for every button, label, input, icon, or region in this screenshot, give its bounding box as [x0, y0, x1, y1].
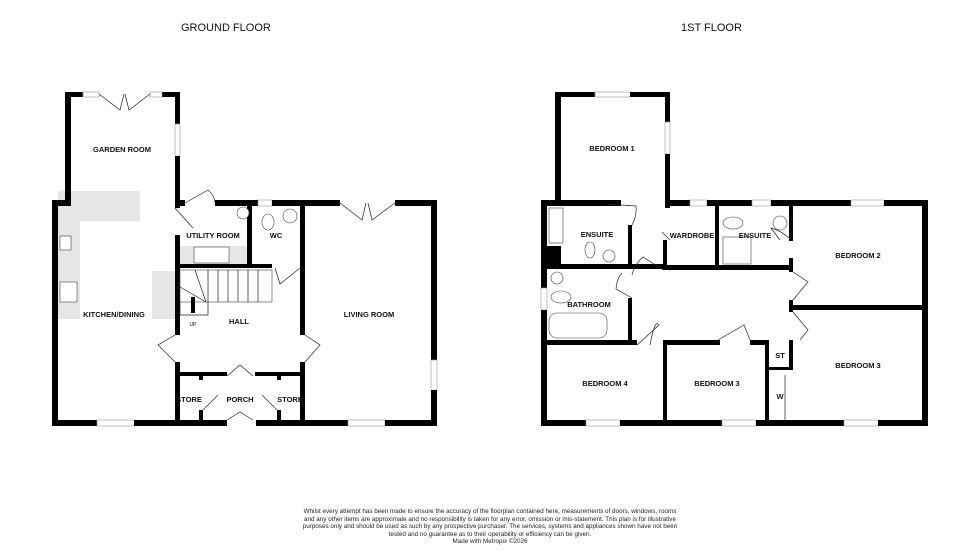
- kitchen-counter: [58, 191, 140, 221]
- cupboard: [547, 246, 561, 264]
- room-label-st: ST: [775, 351, 785, 360]
- basin-icon: [772, 215, 788, 231]
- staircase: [179, 269, 273, 316]
- toilet-icon: [722, 216, 744, 230]
- hob-icon: [59, 281, 78, 303]
- room-label-bedroom-2: BEDROOM 2: [835, 251, 880, 260]
- room-label-store: STORE: [277, 395, 303, 404]
- basin-icon: [602, 249, 616, 263]
- bath-icon: [548, 312, 608, 339]
- utility-sink-icon: [193, 246, 230, 264]
- ground-floor-title: GROUND FLOOR: [181, 22, 271, 34]
- disclaimer-text: Whilst every attempt has been made to en…: [302, 508, 678, 538]
- room-label-bedroom-4: BEDROOM 4: [582, 379, 628, 388]
- room-label-w: W: [776, 392, 784, 401]
- shower-icon: [548, 207, 564, 244]
- room-label-bedroom-1: BEDROOM 1: [589, 144, 634, 153]
- basin-icon: [550, 271, 564, 285]
- stairs-up-label: UP: [190, 322, 198, 328]
- room-label-kitchen-dining: KITCHEN/DINING: [83, 310, 145, 319]
- boiler-icon: [236, 206, 250, 220]
- room-label-ensuite: ENSUITE: [739, 231, 772, 240]
- kitchen-sink-icon: [59, 235, 72, 251]
- first-floor-plan: BEDROOM 1 ENSUITE WARDROBE ENSUITE BEDRO…: [540, 91, 928, 427]
- room-label-bedroom-3: BEDROOM 3: [835, 361, 880, 370]
- disclaimer: Whilst every attempt has been made to en…: [300, 508, 680, 546]
- toilet-icon: [550, 290, 572, 304]
- ground-floor-plan: GARDEN ROOM UTILITY ROOM WC KITCHEN/DINI…: [52, 91, 438, 427]
- toilet-icon: [584, 241, 596, 259]
- shower-icon: [722, 236, 752, 265]
- kitchen-island: [152, 271, 175, 319]
- room-label-garden-room: GARDEN ROOM: [93, 145, 151, 154]
- room-label-living-room: LIVING ROOM: [344, 310, 394, 319]
- room-label-bathroom: BATHROOM: [567, 300, 611, 309]
- room-label-wc: WC: [270, 231, 283, 240]
- basin-icon: [282, 208, 298, 224]
- room-label-porch: PORCH: [226, 395, 253, 404]
- kitchen-counter: [58, 221, 80, 319]
- room-label-ensuite: ENSUITE: [581, 230, 614, 239]
- room-label-utility-room: UTILITY ROOM: [186, 231, 240, 240]
- first-floor-title: 1ST FLOOR: [681, 22, 742, 34]
- toilet-icon: [261, 213, 275, 231]
- stairs-up-arrow-icon: [191, 297, 195, 313]
- room-label-store: STORE: [176, 395, 202, 404]
- room-label-hall: HALL: [229, 317, 249, 326]
- room-label-bedroom-3: BEDROOM 3: [694, 379, 739, 388]
- room-label-wardrobe: WARDROBE: [670, 231, 715, 240]
- credit: Made with Metropix ©2026: [452, 538, 528, 546]
